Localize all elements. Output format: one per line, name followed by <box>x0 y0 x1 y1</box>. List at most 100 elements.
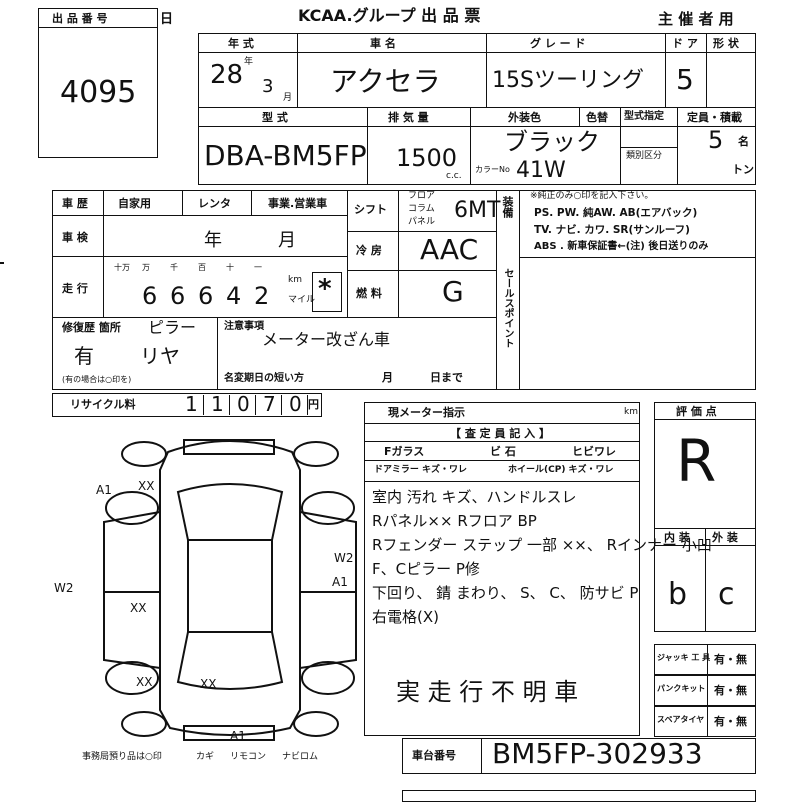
repair-note: (有の場合は○印を) <box>62 375 132 384</box>
shift-column: コラム <box>408 204 435 214</box>
tool-label: ジャッキ 工 具 <box>657 653 711 662</box>
damage-mark: A1 <box>96 483 112 497</box>
short-day: 日まで <box>430 371 463 384</box>
ext-value: c <box>718 577 735 612</box>
header-title: KCAA.グループ 出 品 票 <box>298 6 481 25</box>
footer-navi: ナビロム <box>282 752 319 762</box>
recycle-digit-cell <box>178 395 204 415</box>
disp-value: 1500 <box>396 144 458 172</box>
chassis-label: 車台番号 <box>412 749 456 762</box>
int-value: b <box>668 577 688 612</box>
mileage-unit: 百 <box>198 263 206 272</box>
mileage-digit: 2 <box>254 282 270 310</box>
damage-mark: A1 <box>332 575 348 589</box>
caution-value: メーター改ざん車 <box>262 330 391 349</box>
shift-label: シフト <box>354 203 387 216</box>
fuel-value: G <box>442 275 464 308</box>
inspect-label: 車 検 <box>62 231 88 244</box>
shift-label-col <box>347 190 399 318</box>
meter-km: km <box>624 407 638 417</box>
inspect-year: 年 <box>204 230 222 251</box>
recycle-digit-cell <box>256 395 282 415</box>
int-label: 内 装 <box>664 531 690 544</box>
history-business: 事業.営業車 <box>268 197 328 210</box>
mileage-unit: 十万 <box>114 263 130 272</box>
mileage-unit-cell <box>192 262 220 274</box>
color-label: 外装色 <box>508 111 541 124</box>
damage-mark: W2 <box>54 581 74 595</box>
mileage-label: 走 行 <box>62 282 88 295</box>
type-cell <box>620 126 678 148</box>
inspector-line: F、Cピラー P修 <box>372 560 480 578</box>
mileage-unit-cell <box>248 262 276 274</box>
body-label: 形 状 <box>713 37 739 50</box>
damage-mark: XX <box>130 601 147 615</box>
mileage-km: km <box>288 275 302 285</box>
chassis-value: BM5FP-302933 <box>492 737 703 770</box>
year-value: 28 <box>210 60 244 90</box>
type-label: 型式指定 <box>624 111 664 122</box>
doors-value: 5 <box>676 63 694 96</box>
shift-floor: フロア <box>408 191 436 201</box>
repair-label: 修復歴 箇所 <box>62 321 121 334</box>
int-cell <box>654 528 706 632</box>
inspector-line: 室内 汚れ キズ、ハンドルスレ <box>372 488 577 506</box>
tool-row <box>654 675 756 706</box>
history-label: 車 歴 <box>62 197 88 210</box>
month-value: 3 <box>262 76 274 97</box>
bottom-strip <box>402 790 756 802</box>
header-organizer: 主 催 者 用 <box>658 10 734 28</box>
repair-place: リヤ <box>140 344 180 368</box>
mileage-digit: 4 <box>226 282 242 310</box>
doors-label: ド ア <box>672 37 698 50</box>
mileage-unit-cell <box>164 262 192 274</box>
grade-label: グ レ ー ド <box>530 37 586 50</box>
model-label: 型 式 <box>262 111 288 124</box>
short-month: 月 <box>382 371 393 384</box>
tool-value: 有・無 <box>714 653 747 666</box>
meter-label: 現メーター指示 <box>388 406 465 419</box>
damage-mark: XX <box>200 677 217 691</box>
score-label: 評 価 点 <box>676 405 717 418</box>
repair-value: ピラー <box>148 318 197 337</box>
mileage-unit-cell <box>136 262 164 274</box>
edge-mark-left <box>0 262 4 264</box>
inspector-header: 【 査 定 員 記 入 】 <box>450 427 550 440</box>
mileage-digit: 6 <box>170 282 186 310</box>
mileage-unit: 万 <box>142 263 150 272</box>
trim-label: 色替 <box>586 111 608 124</box>
footer-note: 事務局預り品は○印 <box>82 752 162 762</box>
repair-cell <box>52 317 218 390</box>
damage-mark: XX <box>138 479 155 493</box>
tool-value: 有・無 <box>714 715 747 728</box>
shift-value: 6MT <box>454 198 501 223</box>
recycle-digit-cell <box>204 395 230 415</box>
recycle-digit-cell <box>282 395 308 415</box>
lot-label: 出 品 番 号 <box>52 12 108 25</box>
recycle-digit: 0 <box>237 392 250 416</box>
body-cell <box>706 52 756 108</box>
cap-value: 5 <box>708 126 724 154</box>
score-label-cell <box>654 402 756 420</box>
damage-mark: XX <box>136 675 153 689</box>
ac-label: 冷 房 <box>356 244 382 257</box>
shift-panel: パネル <box>408 217 436 227</box>
color-no-value: 41W <box>516 158 566 183</box>
disp-unit: c.c. <box>446 171 462 181</box>
short-label: 名変期日の短い方 <box>224 373 304 384</box>
score-value: R <box>676 427 717 495</box>
year-unit: 年 <box>244 57 254 67</box>
grade-value: 15Sツーリング <box>492 68 644 93</box>
ac-value: AAC <box>420 233 479 266</box>
car-label: 車 名 <box>370 37 396 50</box>
month-unit: 月 <box>283 93 293 103</box>
fuel-label: 燃 料 <box>356 287 382 300</box>
tool-row <box>654 644 756 675</box>
mileage-digit: 6 <box>198 282 214 310</box>
chassis-label-cell <box>402 738 482 774</box>
recycle-label: リサイクル料 <box>70 398 136 411</box>
color-value: ブラック <box>504 128 600 156</box>
wheel-label: ホイール(CP) キズ・ワレ <box>508 465 614 475</box>
color-no-label: カラーNo <box>475 165 510 174</box>
inspector-line: Rパネル×× Rフロア BP <box>372 512 537 530</box>
